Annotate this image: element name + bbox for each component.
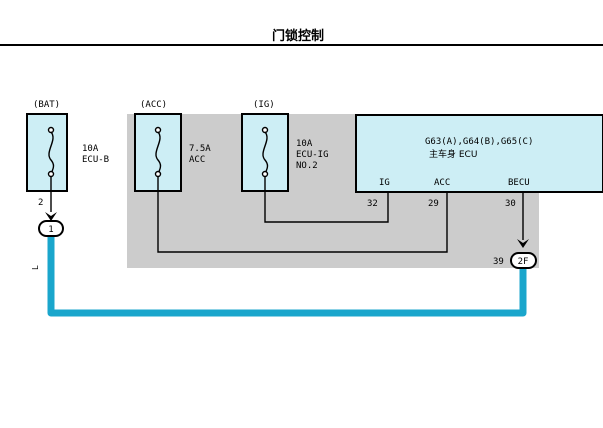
connector-2f-pin: 39	[493, 257, 504, 267]
connector-1	[38, 220, 64, 237]
fuse-ecu-ig-rating: 10A	[296, 139, 313, 149]
ecu-terminal-acc-label: ACC	[434, 178, 450, 188]
fuse-ig-source: (IG)	[253, 100, 275, 110]
fuse-bat-source: (BAT)	[33, 100, 60, 110]
harness-wire	[47, 236, 527, 317]
fuse-ecu-b-icon	[47, 126, 55, 178]
wire-acc	[157, 176, 448, 253]
ecu-connectors-label: G63(A),G64(B),G65(C)	[425, 137, 533, 147]
fuse-acc-name: ACC	[189, 155, 205, 165]
fuse-ecu-b-name: ECU-B	[82, 155, 109, 165]
fuse-ecu-b-box	[26, 113, 68, 192]
fuse-acc-rating: 7.5A	[189, 144, 211, 154]
fuse-ecu-ig-name2: NO.2	[296, 161, 318, 171]
page-title: 门锁控制	[272, 28, 324, 44]
wire-color-label: L	[31, 265, 40, 270]
connector-2f-arrow-icon	[517, 239, 529, 248]
ecu-pin-acc: 29	[428, 199, 439, 209]
black-wires	[50, 176, 524, 253]
ecu-pin-becu: 30	[505, 199, 516, 209]
ecu-terminal-becu-label: BECU	[508, 178, 530, 188]
ecu-pin-ig: 32	[367, 199, 378, 209]
fuse-ecu-b-rating: 10A	[82, 144, 99, 154]
ecu-name-label: 主车身 ECU	[429, 148, 477, 160]
fuse-acc-source: (ACC)	[140, 100, 167, 110]
connector-2f	[510, 252, 537, 269]
fuse-ecu-ig-name: ECU-IG	[296, 150, 329, 160]
main-body-ecu-box	[355, 114, 603, 193]
connector-1-label: 1	[48, 225, 53, 235]
connector-1-arrow-icon	[45, 212, 57, 221]
ecu-terminal-ig-label: IG	[379, 178, 390, 188]
connector-2f-label: 2F	[518, 257, 529, 267]
fuse-ecu-b-pin: 2	[38, 198, 43, 208]
wire-ig	[264, 176, 389, 223]
fuse-acc-icon	[154, 126, 162, 178]
